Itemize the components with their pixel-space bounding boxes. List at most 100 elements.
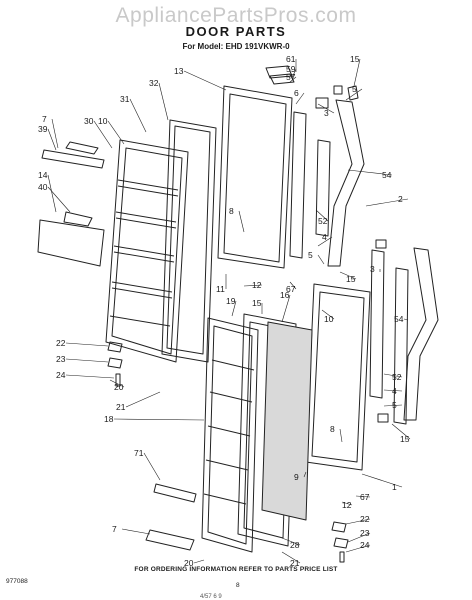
part-callout-10: 10 [324, 314, 334, 324]
part-callout-24: 24 [56, 370, 66, 380]
part-callout-7: 7 [112, 524, 117, 534]
part-callout-59: 59 [286, 64, 296, 74]
callout-leader [383, 373, 403, 378]
callout-leader [353, 58, 361, 87]
callout-leader [113, 418, 205, 421]
callout-leader [65, 358, 109, 363]
lower-door-panel [305, 283, 371, 471]
callout-leader [303, 471, 307, 478]
part-callout-11: 11 [216, 284, 225, 294]
part-callout-67: 67 [286, 284, 296, 294]
part-callout-3: 3 [324, 108, 329, 118]
callout-leader [345, 518, 371, 525]
part-callout-21: 21 [116, 402, 126, 412]
callout-leader [243, 284, 263, 287]
part-callout-40: 40 [38, 182, 48, 192]
callout-leader [65, 342, 109, 347]
callout-leader [65, 374, 115, 379]
part-callout-14: 14 [38, 170, 48, 180]
lower-handle-assembly [369, 239, 439, 425]
callout-leader [121, 528, 151, 535]
part-callout-8: 8 [229, 206, 234, 216]
part-callout-30: 30 [84, 116, 94, 126]
callout-leader [347, 532, 371, 543]
part-callout-5: 5 [308, 250, 313, 260]
part-callout-23: 23 [56, 354, 66, 364]
part-callout-3: 3 [370, 264, 375, 274]
part-callout-4: 4 [322, 232, 327, 242]
part-callout-22: 22 [360, 514, 370, 524]
upper-door-panel [217, 85, 293, 269]
upper-handle-assembly [289, 85, 365, 267]
callout-leader [125, 391, 161, 408]
part-callout-4: 4 [392, 386, 397, 396]
callout-leader [365, 198, 409, 207]
callout-leader [339, 428, 343, 443]
callout-leader [107, 120, 125, 145]
part-callout-67: 67 [360, 492, 370, 502]
part-callout-15: 15 [350, 54, 360, 64]
part-callout-19: 19 [226, 296, 236, 306]
part-callout-52: 52 [318, 216, 328, 226]
callout-leader [383, 389, 403, 392]
upper-door-gasket [161, 119, 217, 363]
part-callout-12: 12 [252, 280, 262, 290]
foam-insulation [261, 321, 313, 521]
freezer-door-liner [105, 139, 189, 363]
part-callout-54: 54 [382, 170, 392, 180]
part-callout-18: 18 [104, 414, 114, 424]
callout-leader [47, 174, 57, 213]
part-callout-24: 24 [360, 540, 370, 550]
callout-leader [361, 473, 403, 488]
part-callout-15: 15 [400, 434, 410, 444]
callout-leader [291, 68, 297, 79]
callout-leader [339, 271, 357, 280]
callout-leader [47, 186, 71, 213]
ordering-footer: FOR ORDERING INFORMATION REFER TO PARTS … [134, 566, 338, 573]
part-callout-54: 54 [394, 314, 404, 324]
callout-leader [51, 118, 59, 149]
left-shelf-parts [37, 141, 105, 267]
lower-door-liner [201, 317, 259, 553]
callout-leader [315, 209, 329, 222]
callout-leader [317, 103, 335, 114]
part-callout-23: 23 [360, 528, 370, 538]
part-callout-31: 31 [120, 94, 130, 104]
callout-leader [193, 559, 205, 564]
callout-leader [391, 423, 411, 440]
callout-leader [238, 210, 245, 233]
drawing-code: 977088 [6, 578, 28, 585]
part-callout-28: 28 [290, 540, 300, 550]
callout-leader [295, 92, 305, 105]
callout-leader [403, 318, 409, 321]
lower-small-parts [107, 341, 349, 563]
callout-leader [158, 82, 169, 121]
callout-leader [109, 379, 125, 388]
part-callout-20: 20 [184, 558, 194, 568]
callout-leader [93, 120, 113, 149]
part-callout-7: 7 [42, 114, 47, 124]
part-callout-8: 8 [330, 424, 335, 434]
callout-leader [341, 501, 353, 506]
callout-leader [347, 169, 393, 176]
callout-leader [183, 70, 227, 91]
part-callout-52: 52 [392, 372, 402, 382]
part-callout-13: 13 [174, 66, 184, 76]
callout-leader [317, 254, 325, 265]
page-number: 8 [236, 582, 240, 589]
callout-leader [321, 309, 335, 320]
callout-leader [383, 404, 403, 407]
part-callout-9: 9 [294, 472, 299, 482]
callout-leader [281, 537, 301, 546]
callout-leader [281, 294, 291, 323]
part-callout-61: 61 [286, 54, 296, 64]
part-callout-6: 6 [294, 88, 299, 98]
watermark: AppliancePartsPros.com [115, 4, 357, 27]
callout-leader [317, 236, 333, 247]
callout-leader [289, 76, 297, 83]
part-callout-5: 5 [352, 84, 357, 94]
part-callout-22: 22 [56, 338, 66, 348]
part-callout-15: 15 [252, 298, 262, 308]
part-callout-2: 2 [398, 194, 403, 204]
